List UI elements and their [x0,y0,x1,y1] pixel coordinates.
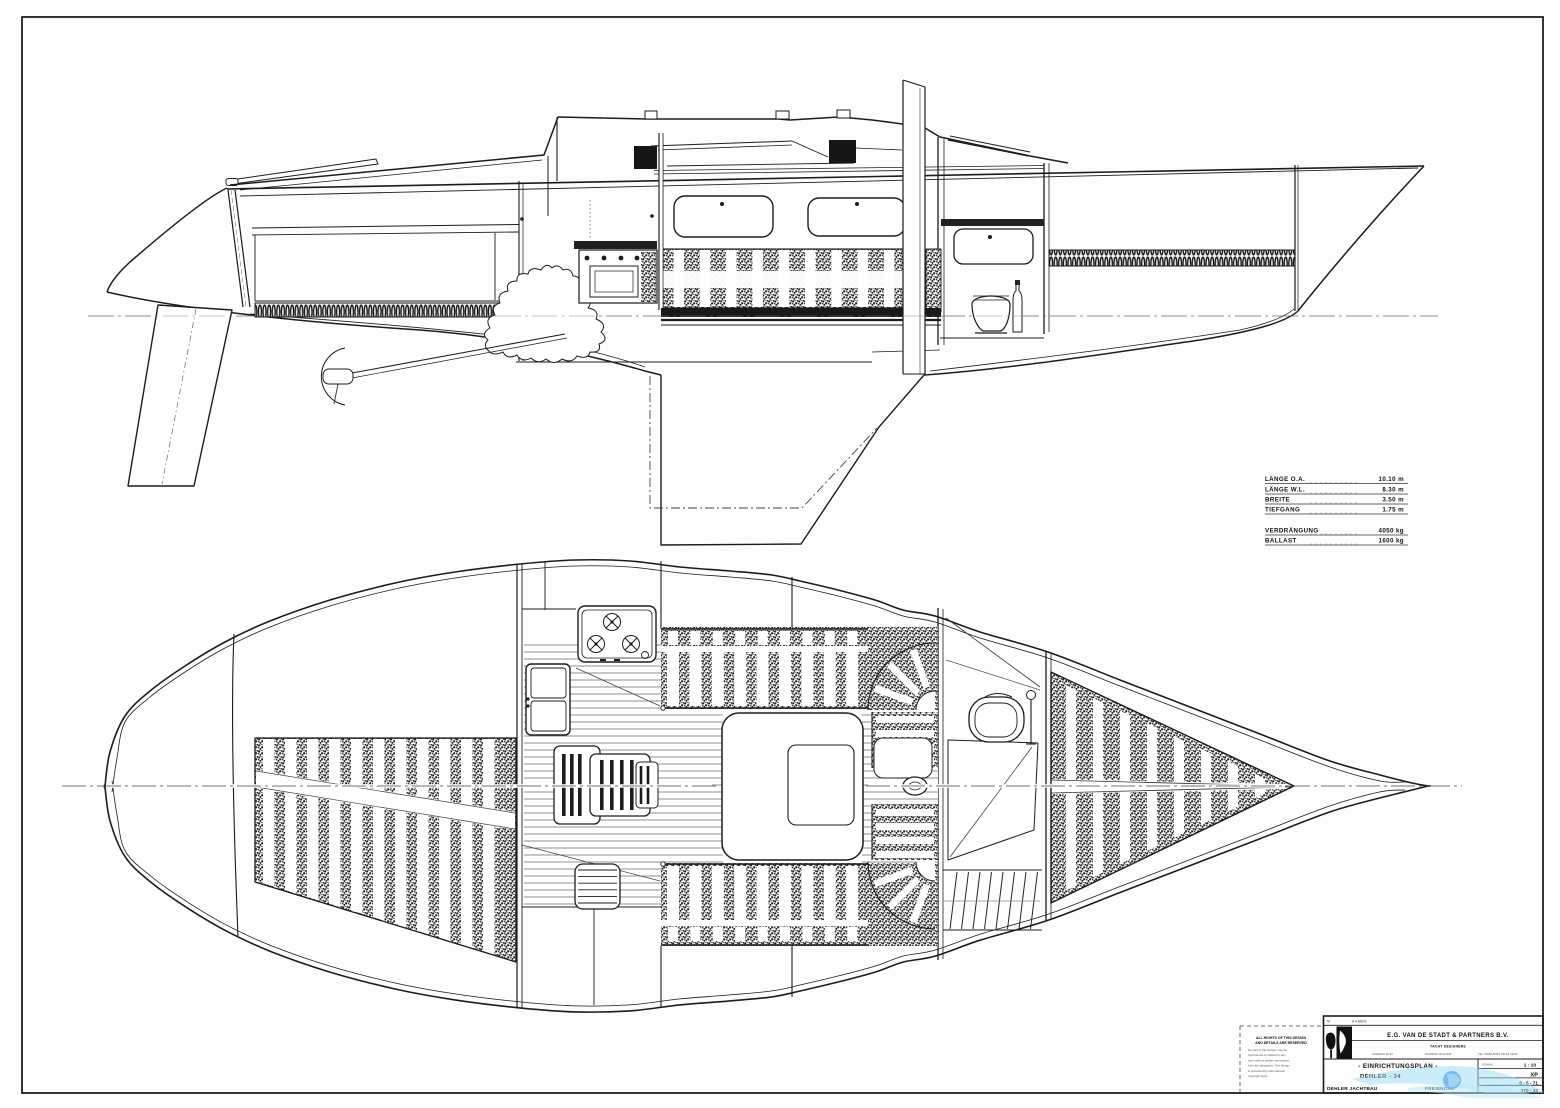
svg-text:TIEFGANG: TIEFGANG [1265,507,1300,514]
svg-text:E.G. VAN DE STADT & PARTNERS B: E.G. VAN DE STADT & PARTNERS B.V. [1387,1033,1509,1039]
svg-text:copyright laws.: copyright laws. [1248,1074,1268,1078]
svg-text:DEHLER JACHTBAU: DEHLER JACHTBAU [1327,1086,1378,1092]
svg-text:1 : 10: 1 : 10 [1524,1062,1537,1068]
svg-text:VERDRÄNGUNG: VERDRÄNGUNG [1265,528,1319,535]
svg-text:LÄNGE O.A.: LÄNGE O.A. [1265,476,1305,483]
svg-text:is protected by international: is protected by international [1248,1069,1285,1073]
svg-text:TEL. 02980-83051 TELEX 19154: TEL. 02980-83051 TELEX 19154 [1478,1052,1518,1056]
svg-text:1.75 m: 1.75 m [1382,507,1404,514]
svg-text:8.30 m: 8.30 m [1382,487,1404,494]
svg-text:- EINRICHTUNGSPLAN -: - EINRICHTUNGSPLAN - [1358,1063,1438,1070]
svg-text:Nº: Nº [1327,1020,1331,1024]
svg-text:10.10 m: 10.10 m [1378,476,1404,483]
svg-text:AND DETAILS ARE RESERVED: AND DETAILS ARE RESERVED [1255,1041,1307,1045]
svg-text:1600 kg: 1600 kg [1378,538,1404,545]
svg-text:BALLAST: BALLAST [1265,538,1297,545]
svg-text:3.50 m: 3.50 m [1382,497,1404,504]
svg-text:SCHAAL: SCHAAL [1482,1063,1494,1067]
svg-text:from the designers. This desig: from the designers. This design [1248,1064,1290,1068]
svg-text:A 4 38076: A 4 38076 [1352,1020,1367,1024]
svg-text:No part of this design may be: No part of this design may be [1248,1048,1287,1052]
svg-text:LÄNGE W.L.: LÄNGE W.L. [1265,487,1305,494]
svg-text:4050 kg: 4050 kg [1378,528,1404,535]
svg-text:ALL RIGHTS OF THIS DESIGN: ALL RIGHTS OF THIS DESIGN [1256,1036,1307,1040]
svg-text:LAGEDIJK 92-94: LAGEDIJK 92-94 [1372,1052,1393,1056]
svg-text:reproduced or utilised in any: reproduced or utilised in any [1248,1053,1286,1057]
svg-text:YACHT DESIGNERS: YACHT DESIGNERS [1430,1045,1466,1049]
svg-text:BREITE: BREITE [1265,497,1290,504]
svg-text:form without written permissio: form without written permission [1248,1058,1290,1062]
svg-text:8 - 5 - 71: 8 - 5 - 71 [1519,1080,1538,1085]
svg-text:XP: XP [1531,1073,1539,1079]
svg-text:ZAANDIJK HOLLAND: ZAANDIJK HOLLAND [1425,1052,1451,1056]
